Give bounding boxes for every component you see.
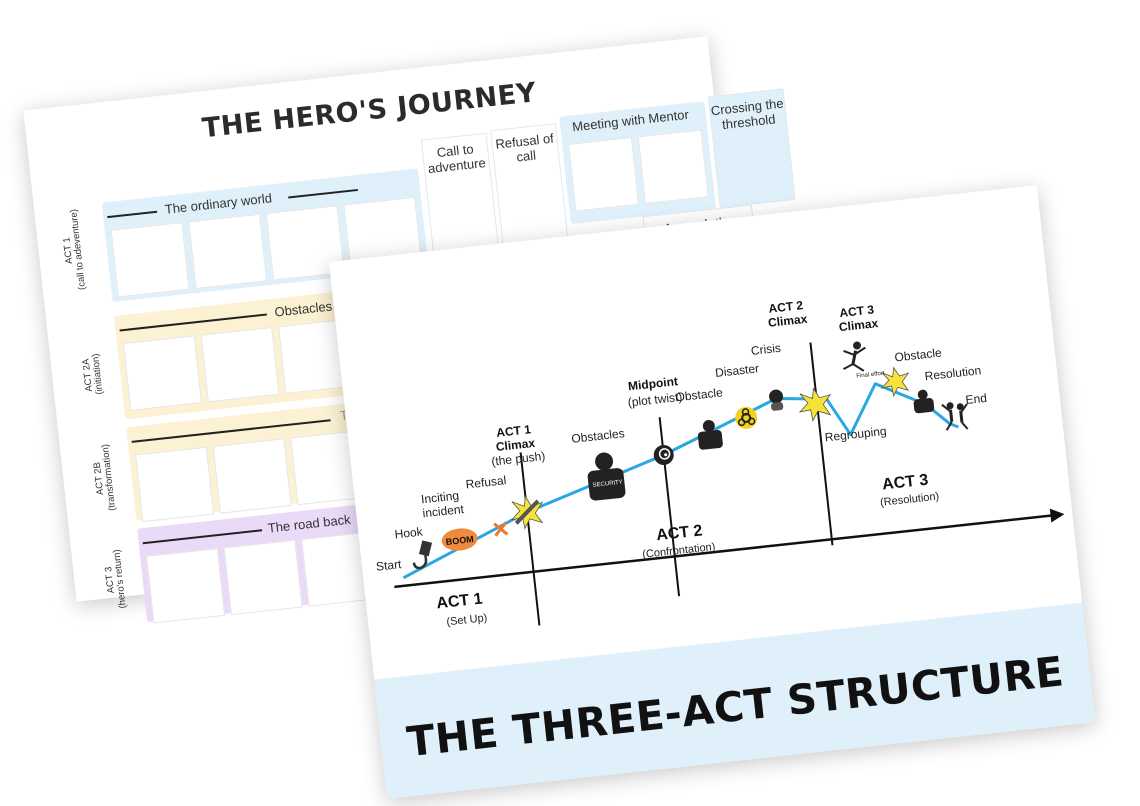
act1-sub: (Set Up) bbox=[446, 612, 488, 628]
stage-refusal-of-call: Refusal of call bbox=[490, 123, 569, 250]
beat-act1-climax-1: ACT 1 bbox=[496, 422, 532, 440]
celebrating-figures-icon bbox=[941, 402, 969, 431]
biohazard-icon bbox=[735, 406, 758, 429]
act2-divider bbox=[658, 417, 681, 597]
beat-obstacle-2: Obstacle bbox=[894, 345, 943, 364]
act1-label: ACT 1 (call to adeventure) bbox=[61, 208, 89, 291]
beat-start: Start bbox=[375, 557, 402, 574]
beat-act2-climax-2: Climax bbox=[767, 312, 808, 330]
header-line bbox=[107, 210, 158, 219]
stage-road-back: The road back bbox=[267, 511, 352, 536]
act3-sub: (Resolution) bbox=[880, 491, 940, 509]
beat-crisis: Crisis bbox=[750, 341, 781, 358]
baseline-arrowhead bbox=[1049, 508, 1065, 523]
act2a-cell[interactable] bbox=[200, 326, 280, 403]
baseline bbox=[394, 514, 1051, 589]
header-line bbox=[142, 529, 263, 545]
act2-climax-star-icon bbox=[798, 387, 832, 422]
act3-divider bbox=[809, 342, 834, 546]
beat-act3-climax-1: ACT 3 bbox=[839, 302, 875, 320]
act3-name: ACT 3 bbox=[881, 472, 929, 494]
mentor-block: Meeting with Mentor bbox=[559, 100, 716, 225]
mentor-cell[interactable] bbox=[568, 137, 640, 212]
hook-icon bbox=[412, 540, 433, 570]
gas-mask-icon bbox=[769, 389, 784, 411]
boom-text: BOOM bbox=[445, 534, 474, 547]
beat-plot-twist: (plot twist) bbox=[627, 390, 683, 410]
act3-cell[interactable] bbox=[223, 539, 303, 616]
stage-ordinary-world: The ordinary world bbox=[164, 190, 273, 217]
stage-call-to-adventure: Call to adventure bbox=[420, 132, 500, 260]
act1-cell[interactable] bbox=[110, 222, 190, 298]
beat-obstacles: Obstacles bbox=[571, 426, 626, 446]
beat-end: End bbox=[965, 391, 988, 407]
beat-disaster: Disaster bbox=[714, 361, 759, 380]
refusal-x-icon bbox=[493, 521, 509, 537]
act2-name: ACT 2 bbox=[655, 522, 703, 544]
security-guard-icon: SECURITY bbox=[587, 452, 626, 501]
beat-the-push: (the push) bbox=[491, 449, 546, 469]
obstacle-guard-icon bbox=[697, 419, 723, 450]
three-act-diagram: BOOM SECURITY bbox=[375, 298, 1065, 628]
act2b-cell[interactable] bbox=[135, 446, 215, 523]
act1-name: ACT 1 bbox=[436, 590, 484, 612]
beat-act2-climax-1: ACT 2 bbox=[768, 298, 804, 316]
jumping-figure-icon bbox=[843, 341, 866, 372]
act2a-label: ACT 2A (initiation) bbox=[80, 353, 106, 396]
beat-refusal: Refusal bbox=[465, 473, 507, 491]
plot-twist-spiral-icon bbox=[653, 444, 674, 465]
act3-cell[interactable] bbox=[146, 548, 226, 624]
act3-label: ACT 3 (hero's return) bbox=[103, 548, 129, 610]
beat-act1-climax-2: Climax bbox=[495, 436, 536, 454]
beat-obstacle: Obstacle bbox=[675, 385, 724, 404]
act1-cell[interactable] bbox=[188, 213, 268, 290]
security-text: SECURITY bbox=[592, 480, 623, 489]
beat-regrouping: Regrouping bbox=[824, 424, 887, 445]
three-act-sheet: BOOM SECURITY bbox=[328, 185, 1096, 799]
stage-crossing-threshold: Crossing the threshold bbox=[707, 88, 796, 208]
beat-inciting-2: incident bbox=[422, 502, 465, 520]
beat-inciting-1: Inciting bbox=[420, 488, 459, 506]
beat-hook: Hook bbox=[394, 524, 424, 541]
act2-sub: (Confrontation) bbox=[642, 541, 716, 561]
mentor-cell[interactable] bbox=[637, 129, 709, 204]
act3-climax-star-icon bbox=[880, 366, 910, 398]
beat-act3-climax-2: Climax bbox=[838, 316, 879, 334]
act2b-cell[interactable] bbox=[212, 438, 292, 514]
obstacle-2-guard-icon bbox=[913, 389, 935, 414]
wrench-icon bbox=[510, 494, 544, 530]
act2b-label: ACT 2B (transformation) bbox=[91, 443, 119, 512]
header-line bbox=[119, 313, 267, 332]
beat-midpoint: Midpoint bbox=[627, 374, 678, 393]
boom-icon: BOOM bbox=[441, 528, 478, 551]
act2a-cell[interactable] bbox=[123, 335, 202, 411]
stage-meeting-with-mentor: Meeting with Mentor bbox=[571, 106, 690, 135]
header-line bbox=[288, 188, 358, 199]
act1-divider bbox=[519, 452, 541, 626]
beat-resolution: Resolution bbox=[924, 363, 982, 383]
beat-final-effort: Final effort bbox=[856, 371, 885, 380]
